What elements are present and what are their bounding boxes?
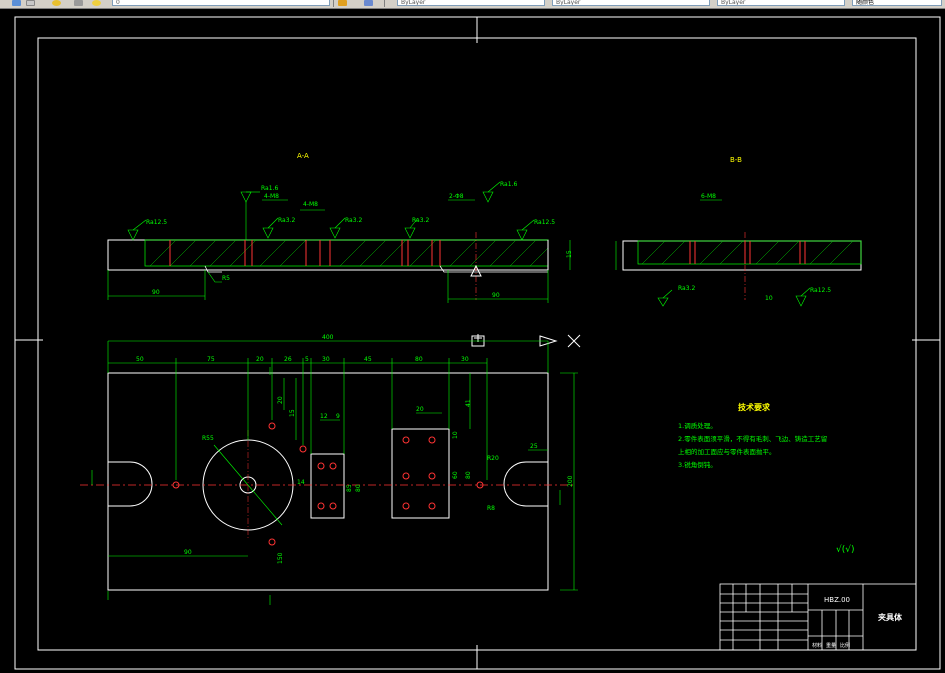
section-aa-view bbox=[107, 232, 549, 300]
svg-text:6-M8: 6-M8 bbox=[701, 193, 716, 200]
svg-text:80: 80 bbox=[415, 356, 423, 363]
section-aa-annotations: 90 90 R5 15 Ra1.6 Ra3.2 Ra3.2 Ra3.2 Ra1.… bbox=[107, 181, 573, 303]
svg-text:20: 20 bbox=[416, 406, 424, 413]
svg-text:150: 150 bbox=[277, 552, 284, 564]
svg-text:9: 9 bbox=[336, 413, 340, 420]
svg-text:Ra12.5: Ra12.5 bbox=[534, 219, 555, 226]
svg-text:Ra1.6: Ra1.6 bbox=[500, 181, 517, 188]
layer-previous-icon[interactable] bbox=[364, 0, 373, 6]
tech-requirements-title: 技术要求 bbox=[738, 402, 771, 412]
svg-text:Ra12.5: Ra12.5 bbox=[810, 287, 831, 294]
general-surface-roughness: √(√) bbox=[836, 544, 855, 555]
svg-text:R8: R8 bbox=[487, 505, 495, 512]
drawing-number: HBZ.00 bbox=[824, 596, 850, 604]
svg-text:R55: R55 bbox=[202, 435, 214, 442]
svg-text:20: 20 bbox=[277, 396, 284, 404]
svg-text:45: 45 bbox=[364, 356, 372, 363]
linetype-dropdown[interactable]: ByLayer bbox=[552, 0, 710, 6]
toolbar-separator bbox=[384, 0, 385, 7]
outer-frame bbox=[14, 16, 941, 670]
svg-text:85: 85 bbox=[346, 484, 353, 492]
svg-text:Ra3.2: Ra3.2 bbox=[278, 217, 295, 224]
svg-text:30: 30 bbox=[322, 356, 330, 363]
svg-text:R20: R20 bbox=[487, 455, 499, 462]
svg-text:Ra3.2: Ra3.2 bbox=[345, 217, 362, 224]
tech-requirement-line: 2.零件表面须平滑，不得有毛刺、飞边、铸造工艺留 bbox=[678, 434, 827, 443]
color-dropdown[interactable]: ByLayer bbox=[397, 0, 545, 6]
svg-text:4-M8: 4-M8 bbox=[303, 201, 318, 208]
svg-text:2-Φ8: 2-Φ8 bbox=[449, 193, 464, 200]
lightbulb-icon[interactable] bbox=[92, 0, 101, 6]
lineweight-dropdown[interactable]: ByLayer bbox=[717, 0, 845, 6]
svg-text:200: 200 bbox=[567, 475, 574, 487]
tech-requirement-line: 3.锐角倒钝。 bbox=[678, 460, 717, 469]
toolbar-separator bbox=[333, 0, 334, 7]
tech-requirement-line: 1.调质处理。 bbox=[678, 421, 717, 430]
part-name: 夹具体 bbox=[878, 612, 903, 622]
svg-text:4-M8: 4-M8 bbox=[264, 193, 279, 200]
frame-center-marks bbox=[15, 17, 940, 669]
title-label-scale: 比例 bbox=[840, 642, 850, 649]
svg-text:Ra12.5: Ra12.5 bbox=[146, 219, 167, 226]
svg-text:R5: R5 bbox=[222, 275, 230, 282]
svg-text:75: 75 bbox=[207, 356, 215, 363]
svg-text:26: 26 bbox=[284, 356, 292, 363]
title-label-material: 材料 bbox=[812, 642, 822, 649]
svg-text:10: 10 bbox=[765, 295, 773, 302]
svg-text:20: 20 bbox=[256, 356, 264, 363]
svg-text:90: 90 bbox=[184, 549, 192, 556]
title-block bbox=[719, 583, 917, 651]
layer-dropdown[interactable]: 0 bbox=[112, 0, 330, 6]
svg-text:90: 90 bbox=[492, 292, 500, 299]
sun-icon[interactable] bbox=[52, 0, 61, 6]
svg-text:30: 30 bbox=[461, 356, 469, 363]
match-layer-icon[interactable] bbox=[338, 0, 347, 6]
layer-state-icon[interactable] bbox=[26, 0, 35, 6]
section-bb-view bbox=[622, 232, 862, 300]
svg-text:10: 10 bbox=[452, 431, 459, 439]
svg-text:Ra3.2: Ra3.2 bbox=[412, 217, 429, 224]
svg-text:90: 90 bbox=[152, 289, 160, 296]
plan-dimensions: 400 50 75 20 26 5 30 45 80 30 20 15 12 9… bbox=[91, 334, 578, 605]
svg-text:Ra3.2: Ra3.2 bbox=[678, 285, 695, 292]
svg-text:41: 41 bbox=[465, 399, 472, 407]
svg-text:60: 60 bbox=[452, 471, 459, 479]
svg-text:14: 14 bbox=[297, 479, 305, 486]
lock-icon[interactable] bbox=[74, 0, 83, 6]
drawing-canvas[interactable]: A-A 90 90 bbox=[0, 8, 945, 673]
svg-text:80: 80 bbox=[355, 484, 362, 492]
inner-frame bbox=[37, 37, 917, 651]
layer-manager-icon[interactable] bbox=[12, 0, 21, 6]
svg-text:Ra1.6: Ra1.6 bbox=[261, 185, 278, 192]
svg-text:50: 50 bbox=[136, 356, 144, 363]
title-label-weight: 重量 bbox=[826, 642, 836, 649]
toolbar: 0 ByLayer ByLayer ByLayer 随颜色 bbox=[0, 0, 945, 9]
svg-text:15: 15 bbox=[566, 250, 573, 258]
svg-text:5: 5 bbox=[305, 356, 309, 363]
plan-view bbox=[80, 334, 581, 591]
plot-style-dropdown[interactable]: 随颜色 bbox=[852, 0, 942, 6]
section-bb-label: B-B bbox=[730, 156, 742, 164]
svg-text:400: 400 bbox=[322, 334, 334, 341]
tech-requirement-line: 上相的加工面应与零件表面抛平。 bbox=[678, 447, 776, 456]
section-aa-label: A-A bbox=[297, 152, 309, 160]
svg-text:15: 15 bbox=[289, 409, 296, 417]
section-bb-annotations: 6-M8 Ra3.2 Ra12.5 10 bbox=[615, 193, 831, 307]
svg-text:25: 25 bbox=[530, 443, 538, 450]
svg-text:80: 80 bbox=[465, 471, 472, 479]
svg-text:12: 12 bbox=[320, 413, 328, 420]
